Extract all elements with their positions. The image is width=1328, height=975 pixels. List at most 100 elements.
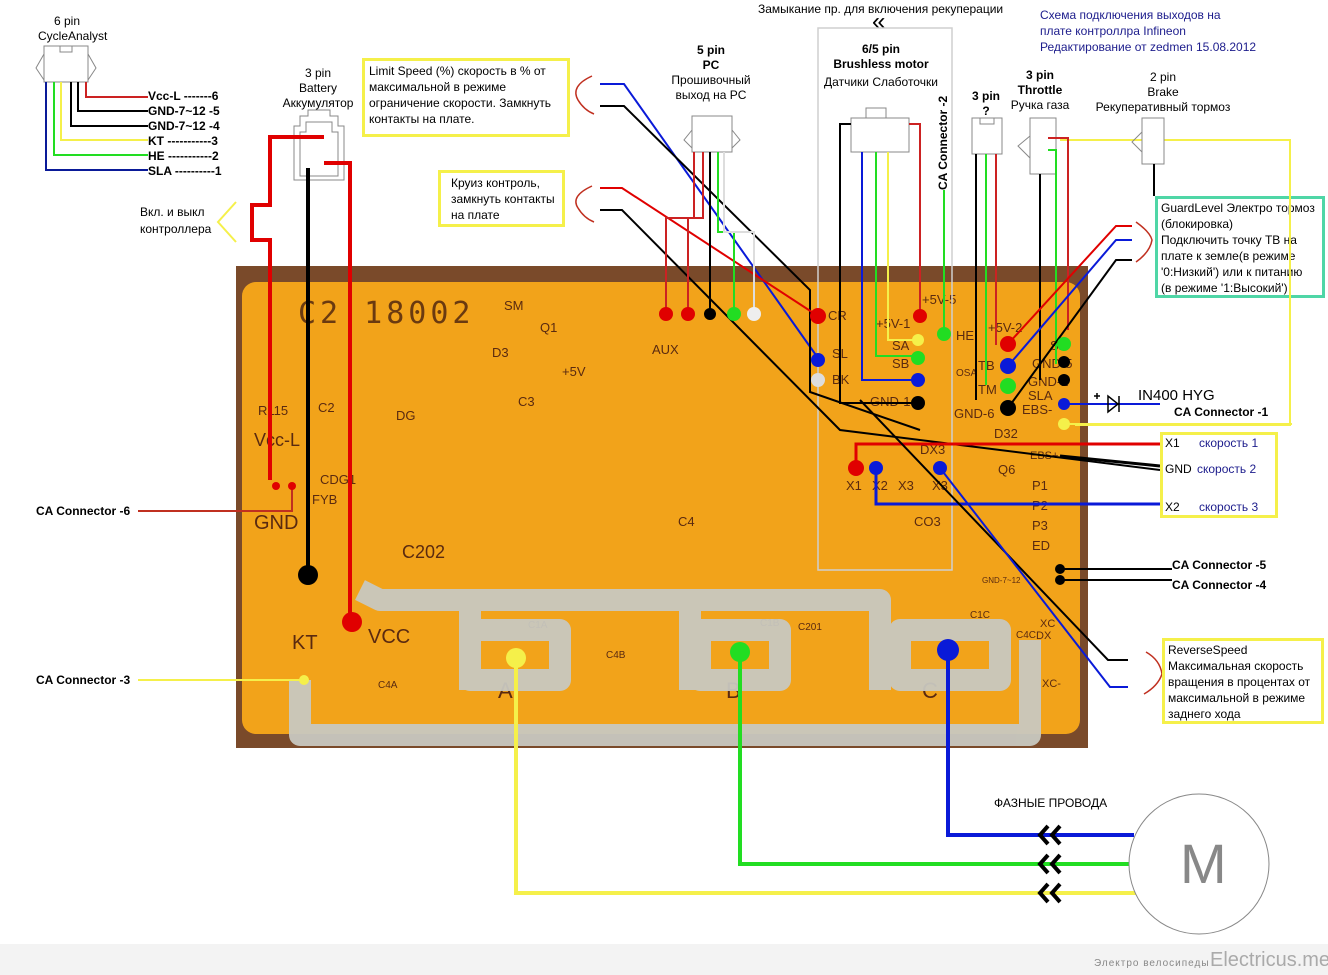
silk-label: X1 xyxy=(846,478,862,493)
ca-pin-6: Vcc-L -------6 xyxy=(148,89,219,103)
silk-label: C201 xyxy=(798,622,822,633)
pad xyxy=(1000,336,1016,352)
speed-3-wire xyxy=(874,470,1160,506)
brake-ru: Рекуперативный тормоз xyxy=(1095,100,1231,114)
silk-label: C4C xyxy=(1016,630,1037,641)
silk-label: C202 xyxy=(402,542,446,562)
connector-chevrons-icon xyxy=(1037,824,1062,904)
ca-pins: 6 pin xyxy=(53,14,81,28)
silk-label: C3 xyxy=(518,394,535,409)
note-line: на плате xyxy=(451,208,500,222)
speed-2-wire xyxy=(1059,454,1161,468)
silk-label: CDG1 xyxy=(320,472,357,487)
note-line: Limit Speed (%) скорость в % от xyxy=(369,64,546,78)
phase-c-pad xyxy=(937,639,959,661)
motor-name: Brushless motor xyxy=(833,57,929,71)
battery-wires xyxy=(250,135,352,620)
pad xyxy=(747,307,761,321)
silk-label: HE xyxy=(956,328,975,343)
silk-label: Vcc-L xyxy=(254,430,301,450)
pad xyxy=(811,353,825,367)
cruise-bracket-icon xyxy=(575,185,595,223)
reverse-wire-black xyxy=(859,399,1128,661)
guard-wire-blue xyxy=(1007,239,1132,367)
silk-label: GND-1 xyxy=(870,394,911,409)
throttle-ru: Ручка газа xyxy=(1010,98,1070,112)
battery-vcc-pad xyxy=(342,612,362,632)
silk-label: R115 xyxy=(258,403,289,418)
motor-area-frame xyxy=(817,27,953,571)
ca-connector-6-label: CA Connector -6 xyxy=(36,504,131,518)
title-line: Редактирование от zedmen 15.08.2012 xyxy=(1040,40,1257,54)
note-line: (в режиме '1:Высокий') xyxy=(1161,281,1288,295)
pad xyxy=(1055,575,1065,585)
silk-label: +5V-1 xyxy=(876,316,911,331)
pad xyxy=(1000,400,1016,416)
pad xyxy=(937,327,951,341)
pad xyxy=(911,396,925,410)
silk-label: D3 xyxy=(492,345,509,360)
silk-label: C4 xyxy=(678,514,695,529)
pc-ru: выход на PC xyxy=(675,88,747,102)
pad xyxy=(912,334,924,346)
ca-connector-3-label: CA Connector -3 xyxy=(36,673,131,687)
pad xyxy=(1058,374,1070,386)
title-line: Схема подключения выходов на xyxy=(1040,8,1221,22)
motor-icon xyxy=(1128,793,1270,935)
pad xyxy=(1058,418,1070,430)
motor-ru: Датчики Слаботочки xyxy=(824,75,938,89)
power-bus-bars xyxy=(289,580,1041,746)
bus-bar-top xyxy=(355,580,891,690)
note-line: заднего хода xyxy=(1168,707,1241,721)
motor-connector-title: 6/5 pin Brushless motor Датчики Слаботоч… xyxy=(806,42,956,90)
silk-label: SM xyxy=(504,298,524,313)
pad xyxy=(659,307,673,321)
silk-label: X3 xyxy=(898,478,914,493)
pcb-part-number: C2 18002 xyxy=(298,296,475,331)
speed-pin: X2 xyxy=(1165,500,1180,514)
unknown-connector-icon xyxy=(971,117,1003,155)
reverse-wire-blue xyxy=(939,467,1128,688)
silk-label: XC- xyxy=(1042,678,1061,690)
motor-symbol: M xyxy=(1180,832,1227,895)
bus-bar-bottom xyxy=(289,640,1041,746)
ca-pin-4: GND-7~12 -4 xyxy=(148,119,220,133)
pad xyxy=(911,373,925,387)
speed-label: скорость 1 xyxy=(1199,436,1259,450)
silk-label: C1C xyxy=(970,610,991,621)
regen-note: Замыкание пр. для включения рекуперации xyxy=(758,2,1004,16)
pad xyxy=(1058,356,1070,368)
silk-label: +5V-5 xyxy=(922,292,957,307)
ca-connector-1-label: CA Connector -1 xyxy=(1174,405,1269,419)
pc-name: PC xyxy=(702,58,720,72)
throttle-connector-title: 3 pin Throttle Ручка газа xyxy=(1004,68,1076,113)
phase-wire-green xyxy=(738,652,1130,866)
battery-connector-title: 3 pin Battery Аккумулятор xyxy=(278,66,358,111)
note-line: Максимальная скорость xyxy=(1168,659,1304,673)
silk-label: EBS- xyxy=(1022,402,1053,417)
silk-label: C4B xyxy=(606,650,626,661)
limit-speed-wire-black xyxy=(600,105,921,431)
silk-label: TM xyxy=(978,382,997,397)
silk-label: VCC xyxy=(368,626,411,648)
silk-label: FYB xyxy=(312,492,338,507)
ca-wires xyxy=(45,82,148,171)
silk-label: Q1 xyxy=(540,320,558,335)
pc-pins: 5 pin xyxy=(696,43,725,57)
pc-wires xyxy=(665,152,755,314)
brake-frame-line xyxy=(1060,139,1291,426)
guard-bracket-icon xyxy=(1135,221,1153,263)
cruise-control-note: Круиз контроль, замкнуть контакты на пла… xyxy=(438,170,565,227)
pad xyxy=(869,461,883,475)
note-line: ограничение скорости. Замкнуть xyxy=(369,96,552,110)
silk-label: KT xyxy=(292,632,318,654)
footer-site-link[interactable]: Electricus.me xyxy=(1210,949,1328,971)
pad xyxy=(727,307,741,321)
ca-pin-3: KT -----------3 xyxy=(148,134,218,148)
silk-label: ED xyxy=(1032,538,1051,553)
silk-label: DX xyxy=(1036,630,1052,642)
pad xyxy=(911,351,925,365)
pad xyxy=(681,307,695,321)
note-line: '0:Низкий') или к питанию xyxy=(1161,265,1303,279)
speed-label: скорость 3 xyxy=(1199,500,1259,514)
